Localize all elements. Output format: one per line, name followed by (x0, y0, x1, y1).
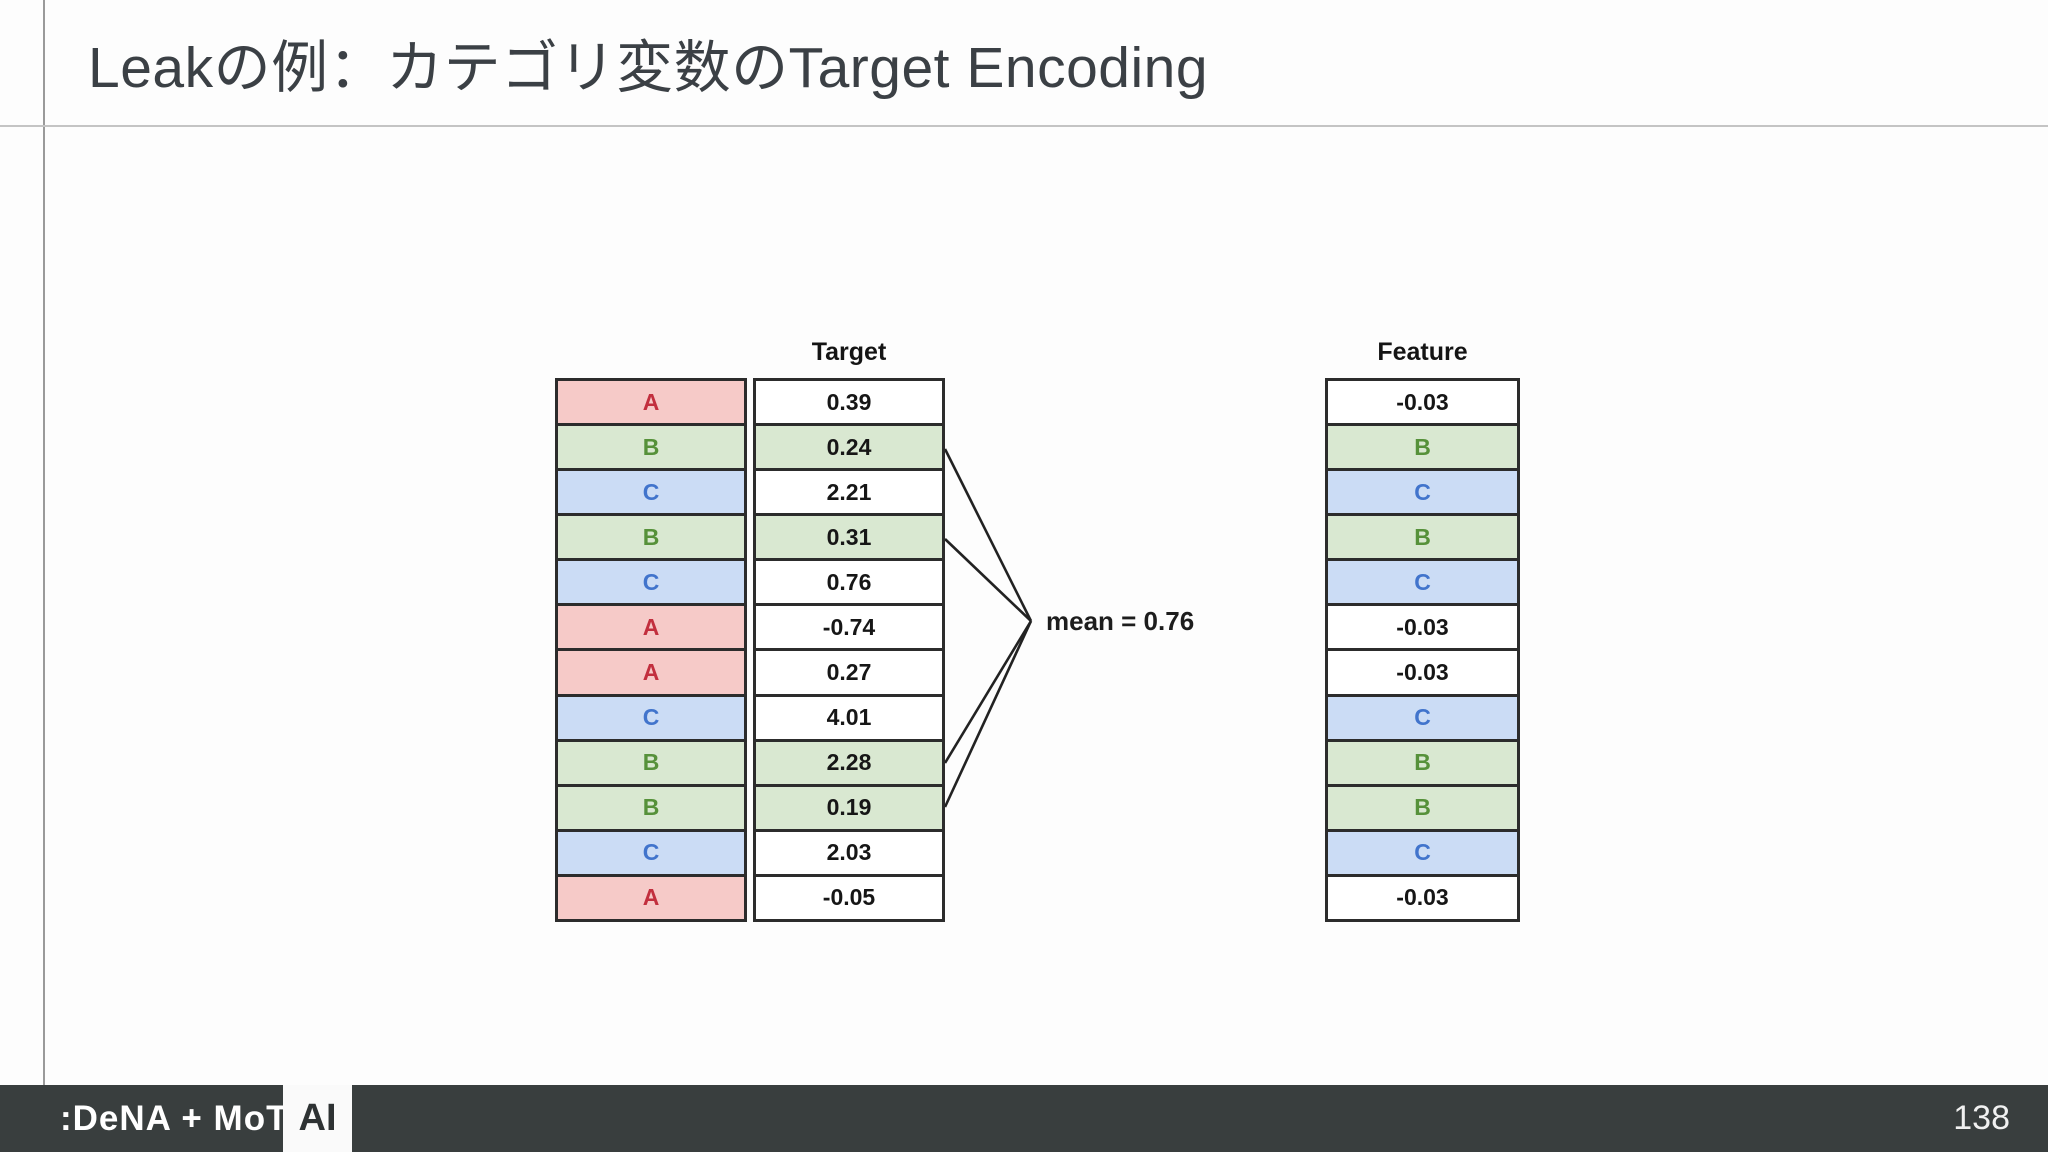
category-cell: C (558, 696, 744, 742)
target-value-cell: 0.76 (756, 561, 942, 607)
category-cell: B (558, 786, 744, 832)
category-cell: B (558, 426, 744, 472)
target-value-cell: -0.74 (756, 606, 942, 652)
feature-cell: -0.03 (1328, 651, 1517, 697)
feature-cell: -0.03 (1328, 606, 1517, 652)
left-vertical-rule (43, 0, 45, 1086)
target-column: 0.39 0.24 2.21 0.31 0.76 -0.74 0.27 4.01… (753, 378, 945, 922)
category-cell: A (558, 381, 744, 427)
target-value-cell: 0.31 (756, 516, 942, 562)
target-value-cell: 0.27 (756, 651, 942, 697)
target-value-cell: 2.28 (756, 741, 942, 787)
target-column-header: Target (811, 337, 887, 366)
target-value-cell: 0.24 (756, 426, 942, 472)
feature-cell: C (1328, 831, 1517, 877)
category-cell: B (558, 516, 744, 562)
mean-label: mean = 0.76 (1046, 606, 1195, 636)
target-value-cell: 2.21 (756, 471, 942, 517)
target-value-cell: 0.39 (756, 381, 942, 427)
page-number: 138 (1953, 1099, 2010, 1137)
target-value-cell: 0.19 (756, 786, 942, 832)
category-cell: A (558, 651, 744, 697)
feature-table: -0.03 B C B C -0.03 -0.03 C B B C -0.03 (1325, 378, 1520, 922)
feature-cell: C (1328, 561, 1517, 607)
category-cell: C (558, 831, 744, 877)
feature-cell: B (1328, 741, 1517, 787)
feature-cell: -0.03 (1328, 381, 1517, 427)
footer-bar: :DeNA + MoT AI 138 (0, 1085, 2048, 1152)
feature-cell: B (1328, 426, 1517, 472)
target-value-cell: -0.05 (756, 876, 942, 919)
title-divider-rule (0, 125, 2048, 127)
feature-cell: B (1328, 516, 1517, 562)
category-cell: A (558, 606, 744, 652)
feature-cell: B (1328, 786, 1517, 832)
feature-cell: C (1328, 471, 1517, 517)
feature-cell: C (1328, 696, 1517, 742)
category-cell: B (558, 741, 744, 787)
category-column: A B C B C A A C B B C A (555, 378, 747, 922)
slide-title: Leakの例：カテゴリ変数のTarget Encoding (88, 36, 1209, 100)
feature-cell: -0.03 (1328, 876, 1517, 919)
target-value-cell: 4.01 (756, 696, 942, 742)
category-cell: C (558, 561, 744, 607)
category-cell: A (558, 876, 744, 919)
target-value-cell: 2.03 (756, 831, 942, 877)
category-cell: C (558, 471, 744, 517)
ai-badge: AI (283, 1085, 352, 1152)
dena-mot-logo: :DeNA + MoT (60, 1098, 289, 1138)
feature-column-header: Feature (1377, 337, 1468, 366)
